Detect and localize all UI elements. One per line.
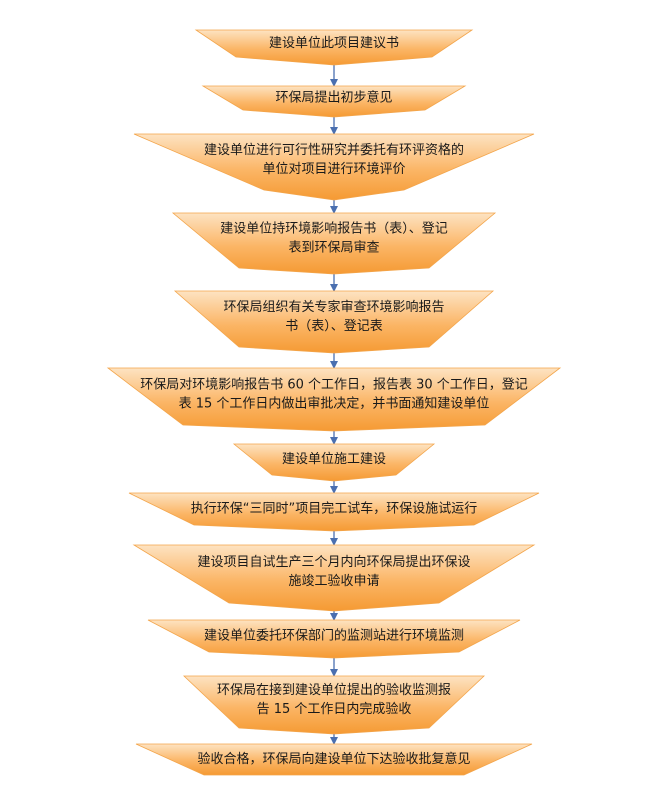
step-shape — [128, 492, 540, 532]
flow-step: 环保局对环境影响报告书 60 个工作日，报告表 30 个工作日，登记表 15 个… — [106, 367, 562, 432]
step-label: 建设单位施工建设 — [282, 452, 386, 467]
step-shape — [106, 367, 562, 432]
step-shape — [133, 133, 535, 201]
flow-step: 建设单位委托环保部门的监测站进行环境监测 — [147, 619, 521, 659]
flow-step: 建设单位此项目建议书 — [194, 29, 474, 66]
flow-steps: 建设单位此项目建议书环保局提出初步意见建设单位进行可行性研究并委托有环评资格的单… — [106, 29, 562, 776]
step-label: 告 15 个工作日内完成验收 — [257, 701, 412, 717]
step-shape — [201, 85, 467, 118]
flow-step: 建设单位施工建设 — [232, 443, 436, 482]
flow-step: 验收合格，环保局向建设单位下达验收批复意见 — [135, 743, 533, 776]
step-label: 单位对项目进行环境评价 — [262, 162, 405, 177]
step-label: 环保局对环境影响报告书 60 个工作日，报告表 30 个工作日，登记 — [140, 377, 528, 393]
step-shape — [173, 290, 495, 354]
step-shape — [135, 743, 533, 776]
step-label: 执行环保“三同时”项目完工试车，环保设施试运行 — [191, 501, 477, 517]
step-shape — [182, 675, 486, 735]
step-label: 建设单位进行可行性研究并委托有环评资格的 — [204, 142, 464, 158]
step-label: 表到环保局审查 — [288, 241, 379, 256]
flow-step: 环保局提出初步意见 — [201, 85, 467, 118]
step-shape — [132, 544, 536, 612]
step-label: 书（表）、登记表 — [285, 319, 383, 334]
step-shape — [147, 619, 521, 659]
step-label: 建设项目自试生产三个月内向环保局提出环保设 — [197, 554, 470, 570]
step-shape — [232, 443, 436, 482]
step-label: 施竣工验收申请 — [288, 573, 379, 589]
step-label: 验收合格，环保局向建设单位下达验收批复意见 — [197, 751, 470, 767]
step-label: 建设单位此项目建议书 — [269, 36, 399, 51]
step-label: 环保局组织有关专家审查环境影响报告 — [223, 299, 444, 315]
flow-step: 执行环保“三同时”项目完工试车，环保设施试运行 — [128, 492, 540, 532]
step-label: 表 15 个工作日内做出审批决定，并书面通知建设单位 — [179, 396, 490, 412]
step-label: 环保局提出初步意见 — [275, 90, 392, 106]
step-label: 环保局在接到建设单位提出的验收监测报 — [217, 682, 451, 698]
step-label: 建设单位持环境影响报告书（表）、登记 — [220, 221, 448, 237]
step-label: 建设单位委托环保部门的监测站进行环境监测 — [204, 628, 464, 644]
step-shape — [194, 29, 474, 66]
step-shape — [171, 212, 497, 275]
